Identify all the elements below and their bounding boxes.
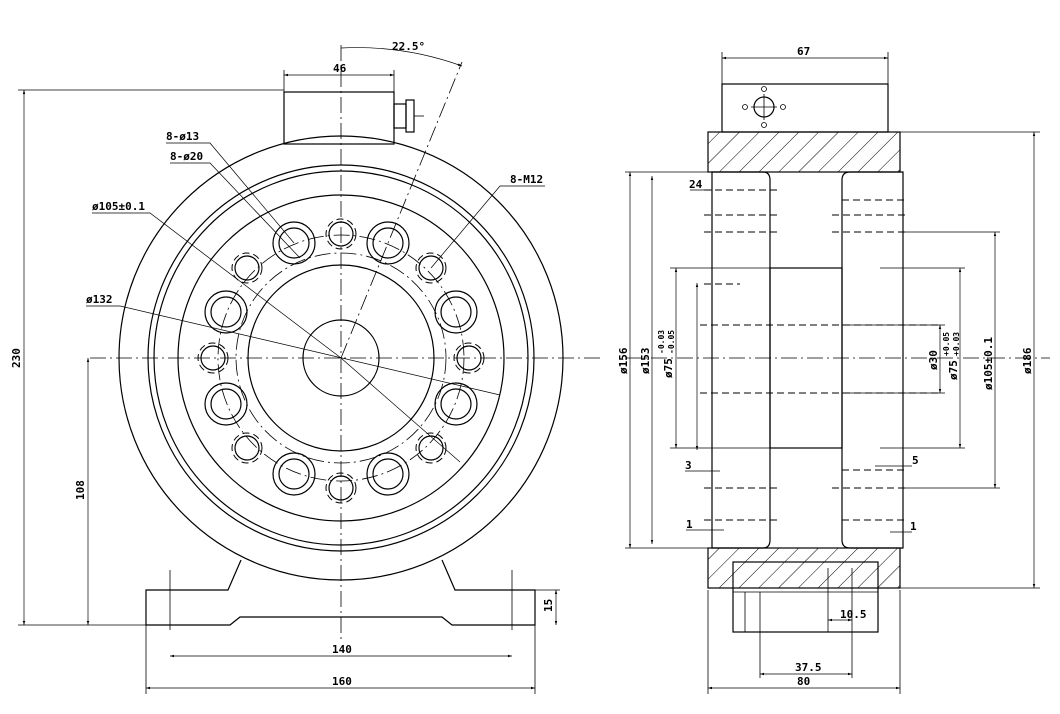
housing-section-bottom <box>707 547 901 589</box>
label-d30: ø30 <box>927 350 940 370</box>
label-dim-24: 24 <box>689 178 703 191</box>
label-d75-bore: ø75 +0.05 +0.03 <box>942 332 961 380</box>
hub-circle <box>247 264 435 452</box>
label-d75-shaft: ø75 -0.03 -0.05 <box>657 330 676 378</box>
svg-text:+0.03: +0.03 <box>952 332 961 356</box>
svg-text:ø75: ø75 <box>947 360 960 380</box>
label-d156: ø156 <box>617 347 630 374</box>
label-holes-20: 8-ø20 <box>170 150 203 163</box>
center-bore <box>302 319 380 397</box>
front-view: 22.5° 46 8-ø13 8-ø20 ø105±0.1 8-M12 ø132… <box>10 40 600 694</box>
mounting-base <box>145 559 536 626</box>
right-flange <box>841 171 904 549</box>
threaded-holes <box>197 218 485 504</box>
label-dim-5: 5 <box>912 454 919 467</box>
label-thread: 8-M12 <box>510 173 543 186</box>
label-bolt-circle: ø105±0.1 <box>92 200 145 213</box>
side-base <box>732 561 879 633</box>
hidden-lines <box>700 189 940 521</box>
bolt-pitch-circle <box>217 234 465 482</box>
svg-text:ø75: ø75 <box>662 358 675 378</box>
label-dim-1-left: 1 <box>686 518 693 531</box>
label-height-total: 230 <box>10 348 23 368</box>
label-d153: ø153 <box>639 348 652 375</box>
svg-text:-0.03: -0.03 <box>657 330 666 354</box>
connector-nut <box>405 99 415 133</box>
label-d186: ø186 <box>1021 347 1034 374</box>
label-side-width-top: 67 <box>797 45 810 58</box>
svg-text:-0.05: -0.05 <box>667 330 676 354</box>
label-angle: 22.5° <box>392 40 425 53</box>
outer-housing <box>118 135 564 581</box>
left-flange <box>711 171 771 549</box>
center-shaft <box>769 267 843 449</box>
label-dim-1-right: 1 <box>910 520 917 533</box>
label-dim-37-5: 37.5 <box>795 661 822 674</box>
label-center-height: 108 <box>74 480 87 500</box>
label-pcd: ø132 <box>86 293 113 306</box>
label-base-thickness: 15 <box>542 599 555 612</box>
label-d105: ø105±0.1 <box>982 337 995 390</box>
connector-plug <box>393 103 407 129</box>
angle-centerline <box>340 61 463 359</box>
label-base-width: 160 <box>332 675 352 688</box>
housing-rim <box>147 164 535 552</box>
label-holes-13: 8-ø13 <box>166 130 199 143</box>
label-width-top: 46 <box>333 62 347 75</box>
label-dim-3: 3 <box>685 459 692 472</box>
flange-outer <box>177 194 505 522</box>
label-dim-80: 80 <box>797 675 810 688</box>
front-leaders <box>86 142 545 463</box>
label-dim-10-5: 10.5 <box>840 608 867 621</box>
large-holes <box>204 221 478 496</box>
label-base-hole-span: 140 <box>332 643 352 656</box>
side-dimension-lines <box>625 52 1040 694</box>
side-view: 67 24 ø156 ø153 ø75 -0.03 -0.05 ø30 ø75 … <box>617 45 1050 694</box>
housing-section-top <box>707 131 901 173</box>
svg-text:+0.05: +0.05 <box>942 332 951 356</box>
